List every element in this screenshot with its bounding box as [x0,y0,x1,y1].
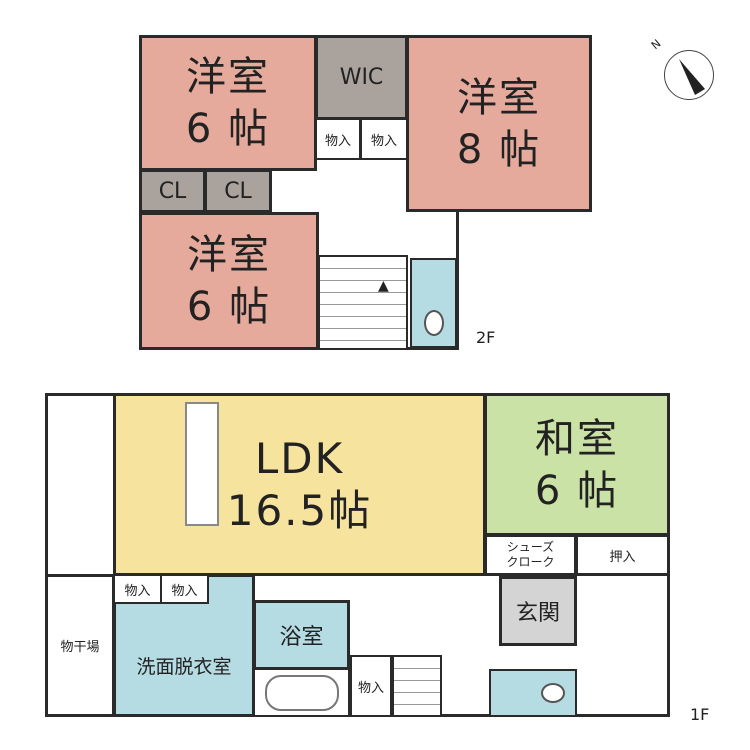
room-western-6-bottom: 洋室 6 帖 [139,212,319,350]
room-storage: 物入 [315,118,361,160]
room-storage: 物入 [350,655,392,717]
room-drying-area: 物干場 [45,574,115,717]
compass-north-label: N [648,36,664,53]
room-storage: 物入 [160,574,209,604]
up-arrow-icon: ▲ [378,278,389,294]
compass-icon [664,50,714,100]
ldk-label: LDK 16.5帖 [226,433,373,535]
room-closet: CL [139,169,206,213]
floor-label-2f: 2F [476,328,496,347]
room-western-8: 洋室 8 帖 [406,35,592,212]
room-entrance: 玄関 [499,576,577,646]
room-japanese: 和室 6 帖 [484,393,670,536]
bathtub-area [253,668,350,717]
stairs [392,655,442,717]
room-wic: WIC [315,35,408,120]
washroom-label: 洗面脱衣室 [136,656,232,678]
room-shoe-closet: シューズ クローク [484,534,577,576]
floor-label-1f: 1F [690,705,710,724]
toilet-1f [489,669,577,717]
kitchen-counter [185,402,219,526]
bathtub-icon [264,674,339,711]
room-ldk: LDK 16.5帖 [113,393,486,576]
room-storage: 物入 [113,574,162,604]
toilet-icon [541,683,565,703]
room-western-6-top: 洋室 6 帖 [139,35,317,171]
stairs [318,255,408,350]
room-oshiire: 押入 [575,534,670,576]
toilet-2f [410,258,457,348]
toilet-icon [423,310,444,336]
room-storage: 物入 [360,118,408,160]
room-closet: CL [204,169,272,213]
room-bath: 浴室 [253,600,350,670]
